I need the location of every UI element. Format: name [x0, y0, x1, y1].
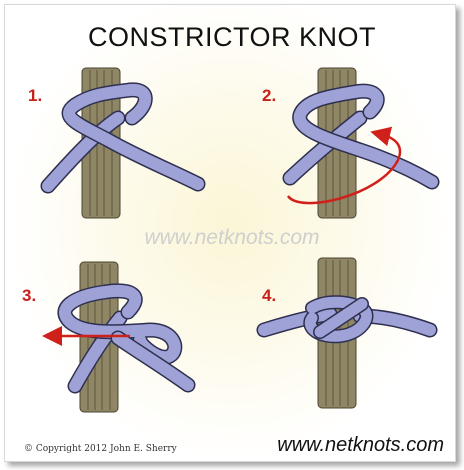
- step-3-number: 3.: [22, 286, 37, 305]
- step-2-number: 2.: [262, 86, 277, 105]
- step-1-illustration: [40, 67, 206, 219]
- step-4-number: 4.: [262, 286, 277, 305]
- step-3-illustration: [42, 261, 196, 413]
- page-title: CONSTRICTOR KNOT: [87, 22, 376, 52]
- watermark: www.netknots.com: [144, 226, 320, 249]
- footer-website-link[interactable]: www.netknots.com: [277, 434, 444, 456]
- wrap-direction-arrow: [286, 126, 402, 205]
- step-4-illustration: [256, 257, 438, 409]
- copyright-notice: © Copyright 2012 John E. Sherry: [24, 444, 177, 454]
- step-2-illustration: [282, 67, 440, 219]
- step-1-number: 1.: [28, 86, 43, 105]
